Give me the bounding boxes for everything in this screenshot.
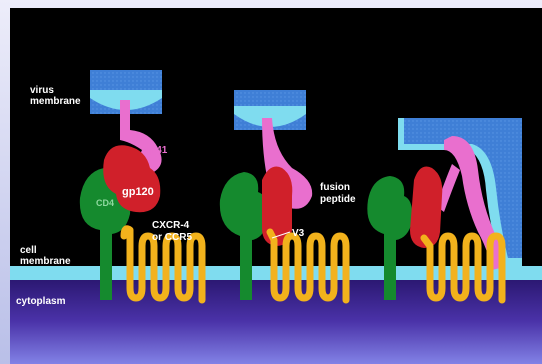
label-virus-membrane-1: virus [30, 85, 54, 96]
label-coreceptor-2: or CCR5 [152, 232, 192, 243]
label-cd4: CD4 [96, 198, 114, 208]
label-virus-membrane-2: membrane [30, 96, 81, 107]
label-cell-membrane-2: membrane [20, 256, 71, 267]
label-cytoplasm: cytoplasm [16, 296, 66, 307]
label-gp120: gp120 [122, 186, 154, 198]
label-coreceptor-1: CXCR-4 [152, 220, 190, 231]
label-fusion-peptide-1: fusion [320, 182, 350, 193]
label-cell-membrane-1: cell [20, 245, 37, 256]
label-fusion-peptide-2: peptide [320, 194, 356, 205]
label-v3: V3 [292, 228, 305, 239]
label-gp41: gp41 [144, 145, 168, 156]
